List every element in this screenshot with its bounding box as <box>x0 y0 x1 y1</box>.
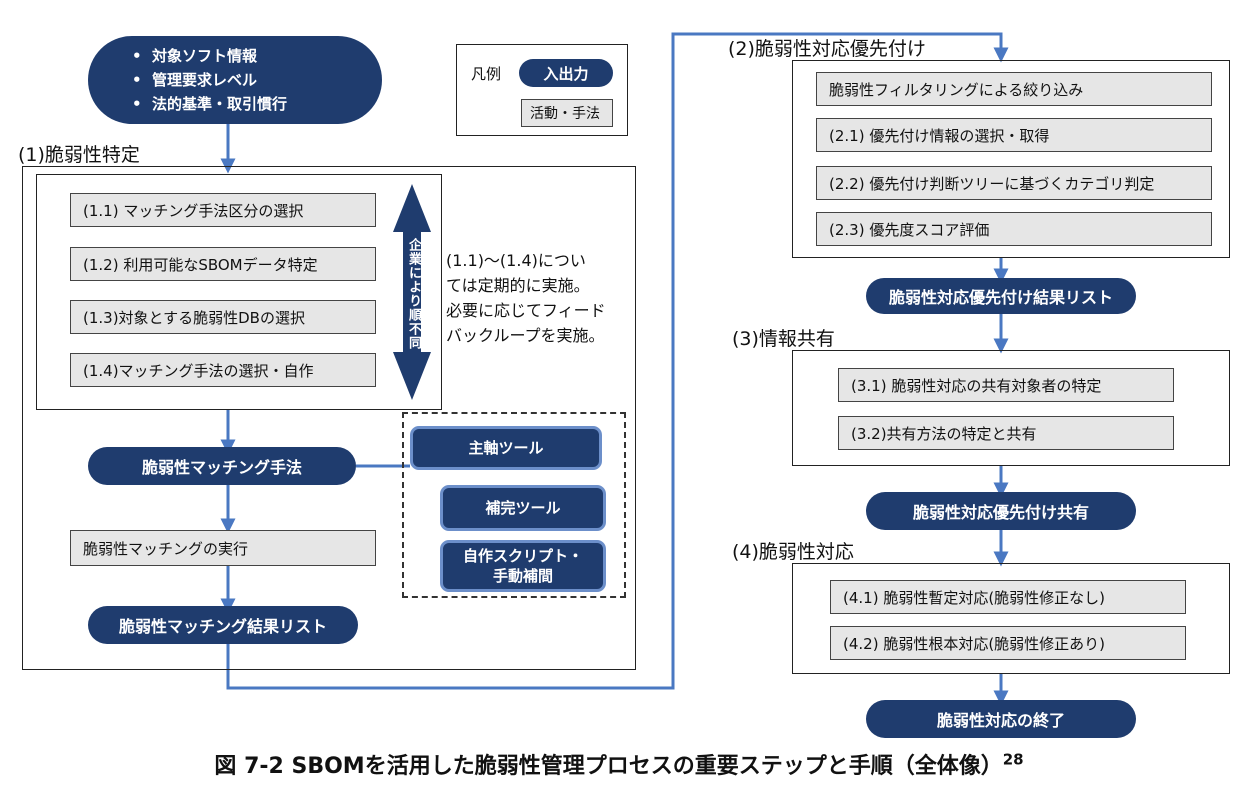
step-3-1: (3.1) 脆弱性対応の共有対象者の特定 <box>838 368 1174 402</box>
note-line: 必要に応じてフィード <box>446 301 606 320</box>
step-3-2: (3.2)共有方法の特定と共有 <box>838 416 1174 450</box>
note-line: (1.1)～(1.4)につい <box>446 251 586 270</box>
legend: 凡例 入出力 活動・手法 <box>456 44 628 136</box>
step-2-0: 脆弱性フィルタリングによる絞り込み <box>816 72 1212 106</box>
method-output-pill: 脆弱性マッチング手法 <box>88 447 356 485</box>
section4-heading: (4)脆弱性対応 <box>732 541 854 563</box>
custom-tool: 自作スクリプト・ 手動補間 <box>440 540 606 592</box>
legend-title: 凡例 <box>471 65 502 83</box>
step-1-1: (1.1) マッチング手法区分の選択 <box>70 193 376 227</box>
input-pill: 対象ソフト情報 管理要求レベル 法的基準・取引慣行 <box>88 36 382 124</box>
step-4-2: (4.2) 脆弱性根本対応(脆弱性修正あり) <box>830 626 1186 660</box>
step-2-1: (2.1) 優先付け情報の選択・取得 <box>816 118 1212 152</box>
input-item: 法的基準・取引慣行 <box>132 92 287 116</box>
section2-frame <box>792 60 1230 258</box>
caption-text: 図 7-2 SBOMを活用した脆弱性管理プロセスの重要ステップと手順（全体像） <box>214 754 1003 779</box>
input-item: 対象ソフト情報 <box>132 44 287 68</box>
input-item: 管理要求レベル <box>132 68 287 92</box>
section1-heading: (1)脆弱性特定 <box>18 144 140 166</box>
step-4-1: (4.1) 脆弱性暫定対応(脆弱性修正なし) <box>830 580 1186 614</box>
main-tool: 主軸ツール <box>410 426 602 470</box>
legend-activity-sample: 活動・手法 <box>521 99 613 127</box>
section1-note: (1.1)～(1.4)につい ては定期的に実施。 必要に応じてフィード バックル… <box>446 248 606 348</box>
section1-steps-frame <box>36 174 442 410</box>
section2-heading: (2)脆弱性対応優先付け <box>728 38 926 60</box>
line-section1-to-section2 <box>226 32 1009 690</box>
caption-footnote: 28 <box>1002 750 1024 769</box>
end-pill: 脆弱性対応の終了 <box>866 700 1136 738</box>
section3-frame <box>792 350 1230 466</box>
custom-tool-line: 手動補間 <box>492 567 553 585</box>
complement-tool: 補完ツール <box>440 485 606 531</box>
order-label: 企業により順不同 <box>406 238 421 350</box>
legend-io-sample: 入出力 <box>519 59 613 87</box>
note-line: バックループを実施。 <box>446 326 605 345</box>
step-2-2: (2.2) 優先付け判断ツリーに基づくカテゴリ判定 <box>816 166 1212 200</box>
priority-share-pill: 脆弱性対応優先付け共有 <box>866 492 1136 530</box>
tools-group <box>402 412 626 598</box>
priority-result-pill: 脆弱性対応優先付け結果リスト <box>866 278 1136 314</box>
step-1-4: (1.4)マッチング手法の選択・自作 <box>70 353 376 387</box>
custom-tool-line: 自作スクリプト・ <box>462 546 583 565</box>
match-result-pill: 脆弱性マッチング結果リスト <box>88 606 358 644</box>
step-1-3: (1.3)対象とする脆弱性DBの選択 <box>70 300 376 334</box>
section3-heading: (3)情報共有 <box>732 328 835 350</box>
section4-frame <box>792 563 1230 674</box>
order-double-arrow <box>393 184 431 400</box>
note-line: ては定期的に実施。 <box>446 276 590 295</box>
execute-step: 脆弱性マッチングの実行 <box>70 530 376 566</box>
step-1-2: (1.2) 利用可能なSBOMデータ特定 <box>70 247 376 281</box>
step-2-3: (2.3) 優先度スコア評価 <box>816 212 1212 246</box>
figure-caption: 図 7-2 SBOMを活用した脆弱性管理プロセスの重要ステップと手順（全体像）2… <box>0 748 1238 780</box>
section1-frame <box>22 166 636 670</box>
